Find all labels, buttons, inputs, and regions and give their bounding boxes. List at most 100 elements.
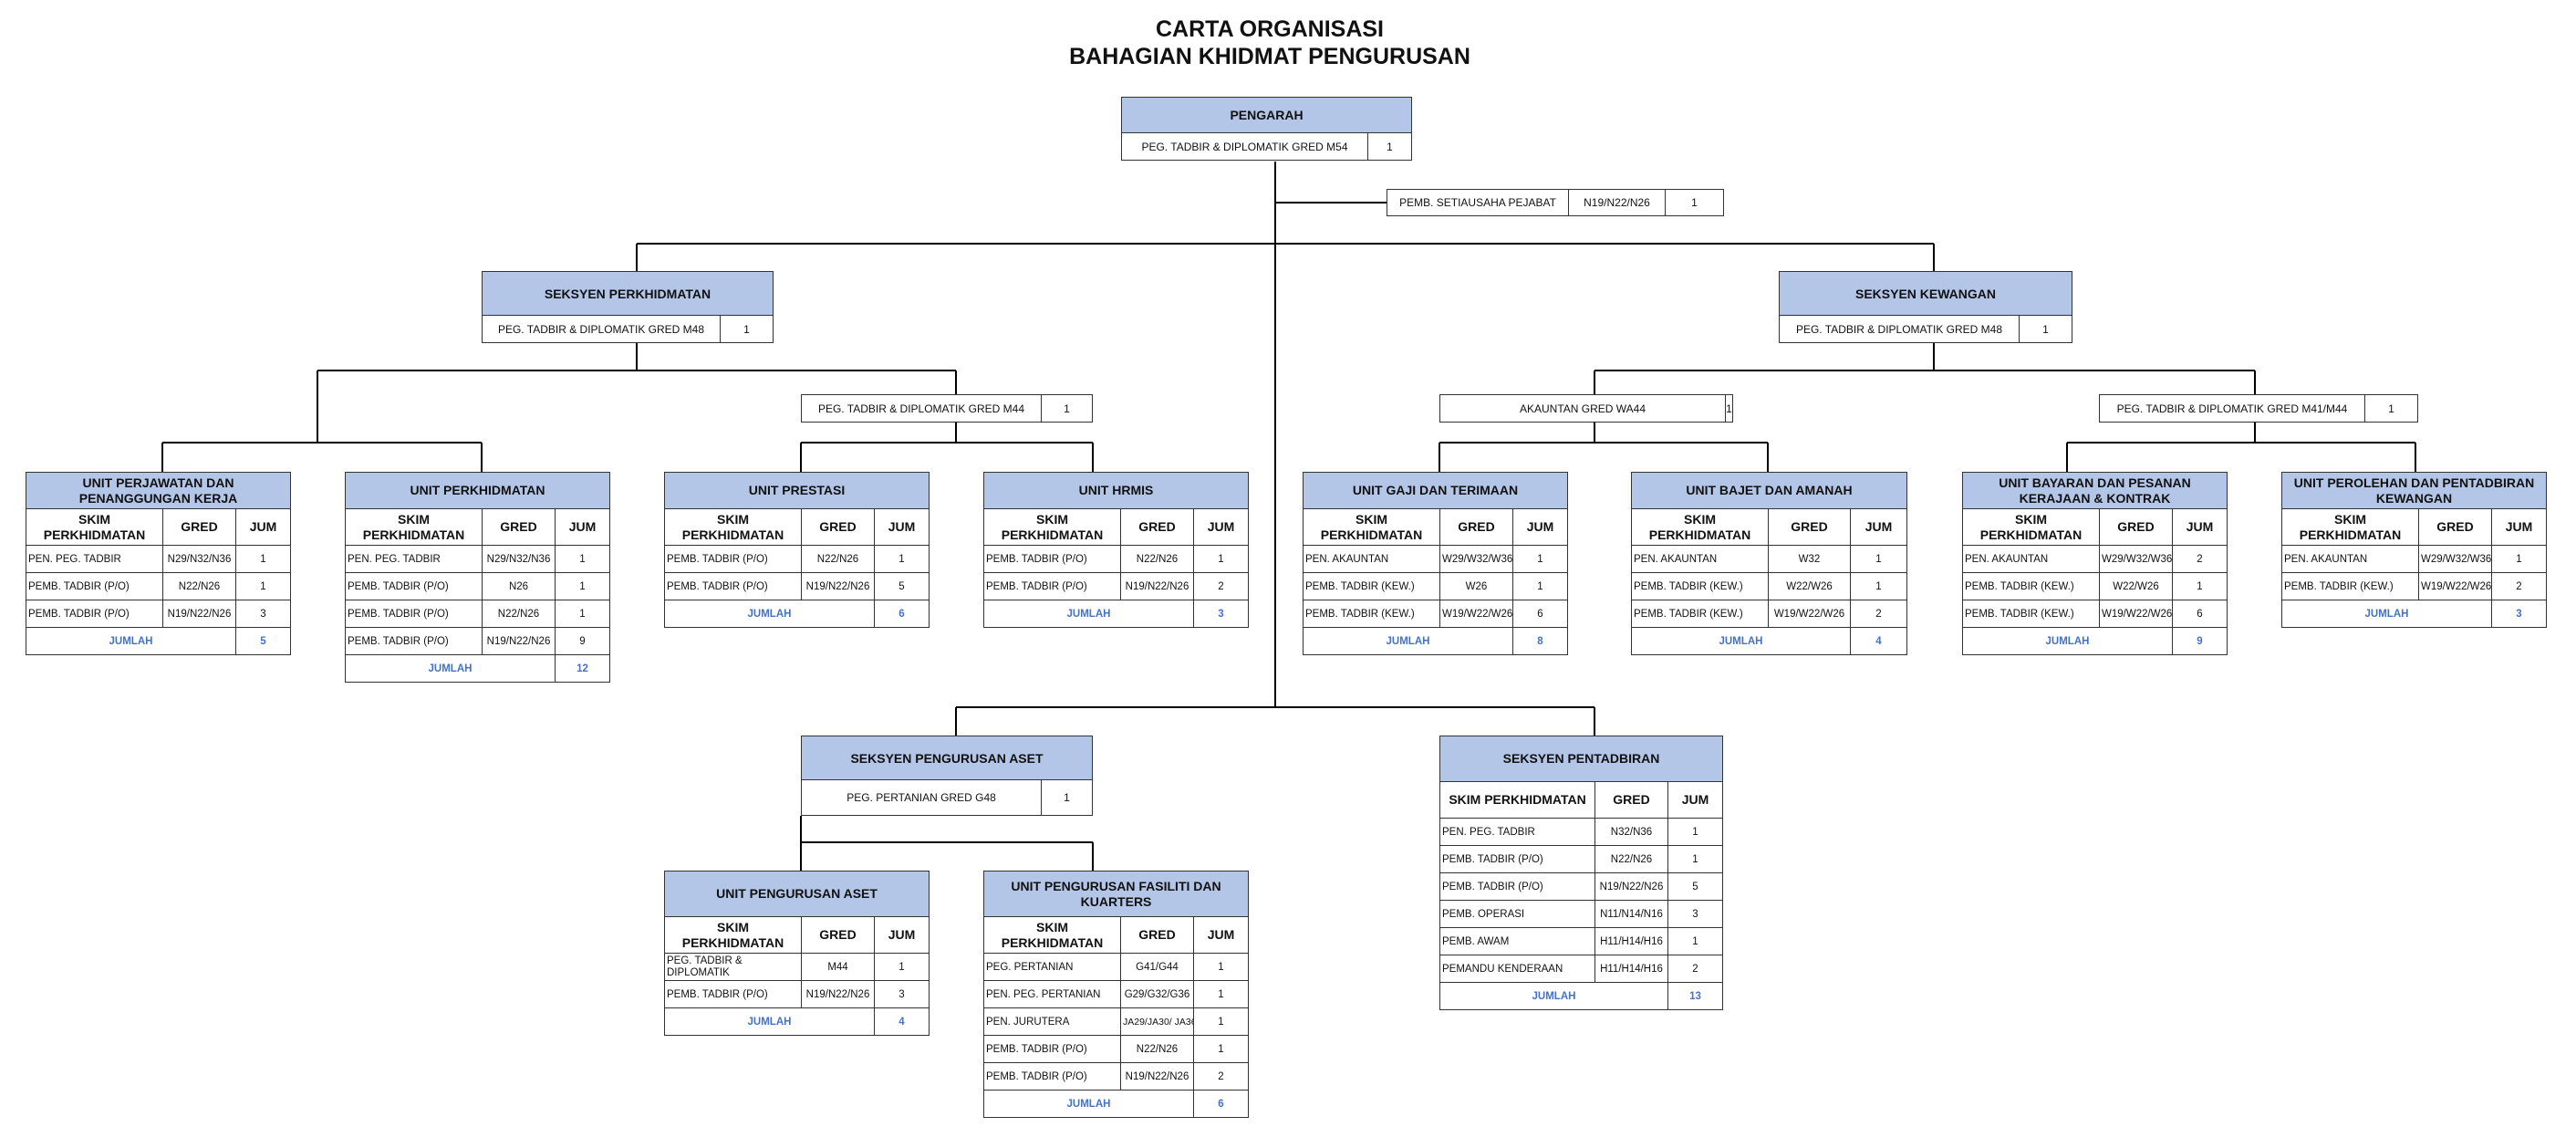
col-header-jum: JUM — [1511, 508, 1569, 546]
seksyen-kewangan-post-row: PEG. TADBIR & DIPLOMATIK GRED M48 1 — [1779, 315, 2072, 343]
col-header-gred: GRED — [1594, 781, 1668, 819]
post-count: 1 — [2364, 395, 2417, 422]
post-label: PEG. TADBIR & DIPLOMATIK GRED M48 — [497, 322, 705, 336]
cell-skim: PEMB. TADBIR (P/O) — [345, 572, 483, 600]
cell-jum: 1 — [555, 572, 610, 600]
seksyen-aset-header: SEKSYEN PENGURUSAN ASET — [801, 736, 1093, 781]
cell-gred: N19/N22/N26 — [482, 627, 556, 655]
cell-gred: W32 — [1768, 545, 1851, 573]
cell-skim: PEMB. TADBIR (KEW.) — [1962, 572, 2100, 600]
kewangan-sub1-post-row: AKAUNTAN GRED WA44 1 — [1439, 394, 1733, 423]
total-value: 5 — [234, 627, 292, 655]
cell-skim: PEMB. TADBIR (P/O) — [345, 600, 483, 628]
post-count: 1 — [2019, 316, 2072, 342]
cell-gred: N32/N36 — [1594, 818, 1668, 846]
unit-title: UNIT BAJET DAN AMANAH — [1630, 472, 1908, 509]
total-label: JUMLAH — [1439, 982, 1668, 1010]
total-label: JUMLAH — [26, 627, 236, 655]
cell-gred: N19/N22/N26 — [1594, 872, 1668, 901]
total-value: 13 — [1667, 982, 1723, 1010]
cell-jum: 3 — [1667, 900, 1723, 928]
col-header-gred: GRED — [801, 916, 875, 954]
cell-gred: N19/N22/N26 — [162, 600, 236, 628]
cell-jum: 2 — [2491, 572, 2547, 600]
col-header-skim: SKIM PERKHIDMATAN — [664, 916, 802, 954]
cell-skim: PEG. PERTANIAN — [983, 953, 1121, 981]
col-header-gred: GRED — [1120, 916, 1194, 954]
cell-gred: N22/N26 — [1120, 545, 1194, 573]
col-header-gred: GRED — [2418, 508, 2492, 546]
cell-jum: 3 — [234, 600, 292, 628]
post-gred: N19/N22/N26 — [1568, 190, 1665, 215]
cell-jum: 5 — [873, 572, 930, 600]
cell-gred: N26 — [482, 572, 556, 600]
cell-jum: 1 — [1193, 953, 1249, 981]
cell-skim: PEMB. TADBIR (KEW.) — [1631, 572, 1769, 600]
cell-jum: 2 — [2172, 545, 2228, 573]
cell-jum: 6 — [1511, 600, 1569, 628]
cell-gred: H11/H14/H16 — [1594, 927, 1668, 955]
post-label: PEMB. SETIAUSAHA PEJABAT — [1399, 196, 1556, 209]
post-label: PEG. TADBIR & DIPLOMATIK GRED M44 — [817, 402, 1025, 415]
cell-jum: 1 — [2491, 545, 2547, 573]
cell-jum: 1 — [555, 600, 610, 628]
cell-jum: 1 — [1511, 545, 1569, 573]
cell-skim: PEMANDU KENDERAAN — [1439, 955, 1595, 983]
cell-jum: 2 — [1193, 1062, 1249, 1091]
col-header-gred: GRED — [1439, 508, 1513, 546]
cell-jum: 1 — [2172, 572, 2228, 600]
total-value: 12 — [555, 654, 610, 683]
cell-jum: 1 — [1193, 1007, 1249, 1036]
cell-jum: 2 — [1192, 572, 1250, 600]
cell-skim: PEMB. OPERASI — [1439, 900, 1595, 928]
unit-title: UNIT HRMIS — [982, 472, 1250, 509]
cell-jum: 1 — [234, 572, 292, 600]
cell-jum: 1 — [1193, 1035, 1249, 1063]
col-header-skim: SKIM PERKHIDMATAN — [1631, 508, 1769, 546]
post-count: 1 — [1041, 780, 1092, 815]
cell-gred: W26 — [1439, 572, 1513, 600]
cell-skim: PEN. PEG. PERTANIAN — [983, 980, 1121, 1008]
total-label: JUMLAH — [664, 1007, 875, 1036]
total-label: JUMLAH — [664, 600, 875, 628]
pengarah-header: PENGARAH — [1121, 97, 1412, 134]
seksyen-perkhidmatan-header: SEKSYEN PERKHIDMATAN — [482, 271, 774, 317]
cell-gred: N11/N14/N16 — [1594, 900, 1668, 928]
cell-jum: 3 — [873, 980, 930, 1008]
total-value: 8 — [1511, 627, 1569, 655]
total-label: JUMLAH — [1962, 627, 2173, 655]
total-label: JUMLAH — [1303, 627, 1513, 655]
cell-jum: 9 — [555, 627, 610, 655]
cell-gred: W22/W26 — [2099, 572, 2173, 600]
post-count: 1 — [1725, 395, 1732, 422]
col-header-gred: GRED — [1768, 508, 1851, 546]
cell-skim: PEMB. TADBIR (P/O) — [983, 1035, 1121, 1063]
total-value: 6 — [1193, 1090, 1249, 1118]
cell-gred: W19/W22/W26 — [1439, 600, 1513, 628]
col-header-gred: GRED — [801, 508, 875, 546]
col-header-gred: GRED — [2099, 508, 2173, 546]
unit-title: UNIT PERJAWATAN DAN PENANGGUNGAN KERJA — [25, 472, 292, 509]
cell-gred: M44 — [801, 953, 875, 981]
col-header-skim: SKIM PERKHIDMATAN — [983, 508, 1121, 546]
post-count: 1 — [720, 316, 773, 342]
cell-jum: 1 — [1667, 845, 1723, 873]
col-header-skim: SKIM PERKHIDMATAN — [26, 508, 163, 546]
